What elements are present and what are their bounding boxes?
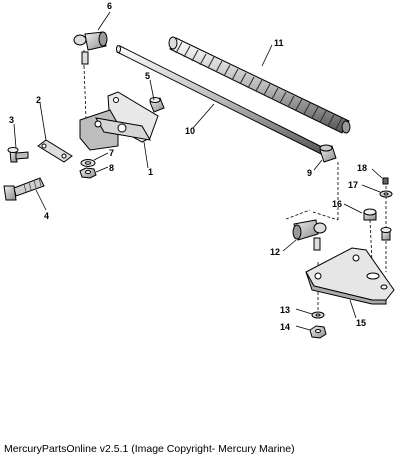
leader-lines <box>13 11 383 331</box>
callout-10: 10 <box>185 126 195 136</box>
rod-end-nut-part <box>319 144 337 163</box>
lower-washer-part <box>311 311 325 319</box>
callout-8: 8 <box>109 163 114 173</box>
callout-2: 2 <box>36 95 41 105</box>
small-washer-part <box>379 190 393 198</box>
washer-part <box>80 159 96 167</box>
callout-11: 11 <box>274 38 284 48</box>
callout-3: 3 <box>9 115 14 125</box>
clip-plate-part <box>37 139 73 163</box>
lower-nut-part <box>309 325 327 339</box>
triangular-plate-part <box>305 247 395 305</box>
mounting-bracket-part <box>79 65 159 151</box>
callout-18: 18 <box>357 163 367 173</box>
stud-part <box>380 227 392 241</box>
callout-17: 17 <box>348 180 358 190</box>
callout-1: 1 <box>148 167 153 177</box>
callout-4: 4 <box>44 211 49 221</box>
shoulder-screw-part <box>363 208 377 221</box>
image-caption: MercuryPartsOnline v2.5.1 (Image Copyrig… <box>4 443 295 455</box>
small-screw-part <box>7 147 29 163</box>
upper-ball-joint-part <box>73 31 108 66</box>
callout-9: 9 <box>307 168 312 178</box>
tiny-screw-part <box>382 177 389 185</box>
callout-13: 13 <box>280 305 290 315</box>
ribbed-sleeve-part <box>168 36 351 134</box>
callout-12: 12 <box>270 247 280 257</box>
callout-5: 5 <box>145 71 150 81</box>
long-bolt-part <box>3 177 45 201</box>
spacer-part <box>149 97 165 113</box>
callout-labels: 6 11 5 2 3 10 7 8 1 9 18 17 16 4 12 13 1… <box>9 1 367 332</box>
callout-15: 15 <box>356 318 366 328</box>
callout-7: 7 <box>109 148 114 158</box>
callout-14: 14 <box>280 322 290 332</box>
callout-6: 6 <box>107 1 112 11</box>
callout-16: 16 <box>332 199 342 209</box>
hex-nut-part <box>79 167 97 179</box>
lower-ball-joint-part <box>292 219 327 251</box>
